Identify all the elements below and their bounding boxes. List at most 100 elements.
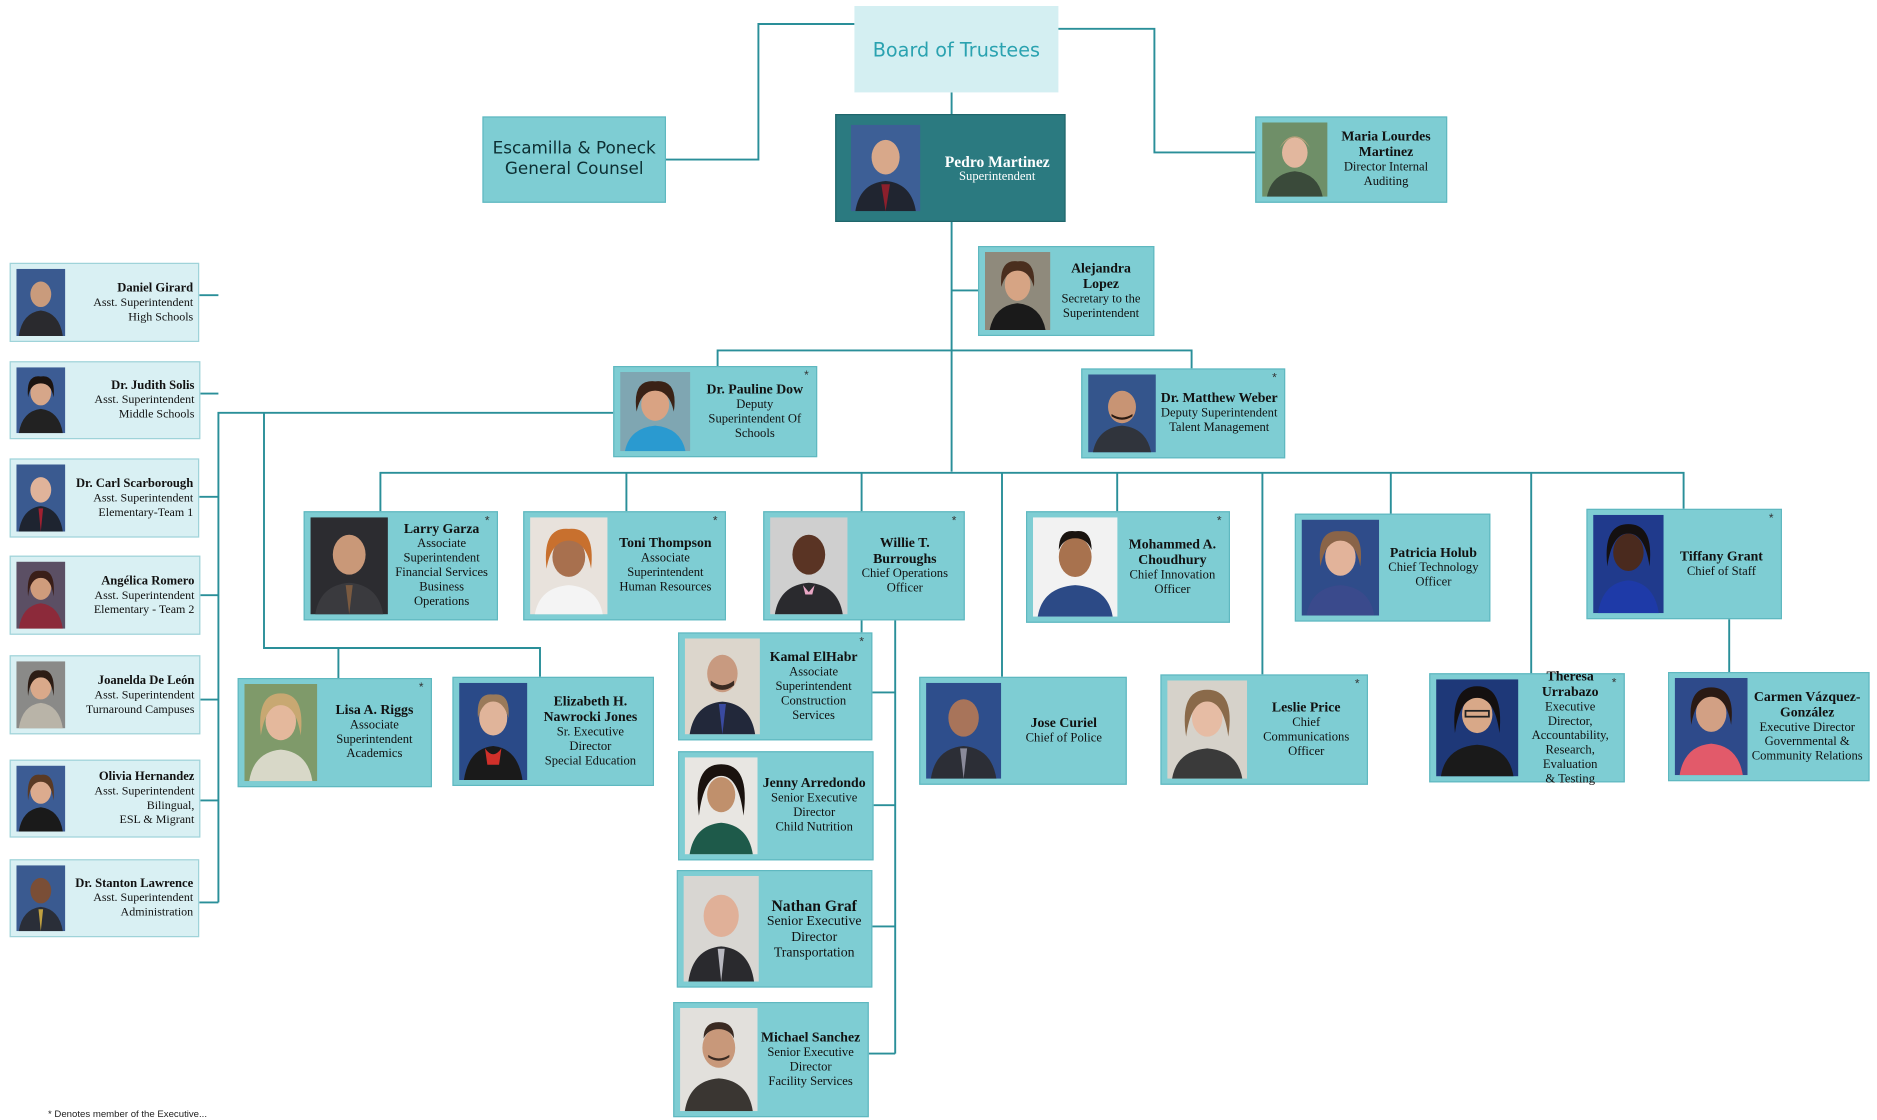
portrait-photo <box>684 757 758 855</box>
portrait-photo <box>16 765 66 832</box>
person-name: Mohammed A. Choudhury <box>1128 537 1217 567</box>
person-name: Michael Sanchez <box>760 1030 861 1045</box>
person-name: Maria Lourdes Martinez <box>1341 129 1431 160</box>
exec-marker: * <box>1611 676 1617 690</box>
person-title: Senior Executive Director Transportation <box>766 914 862 961</box>
portrait-photo <box>683 876 760 982</box>
person-name: Olivia Hernandez <box>98 770 195 784</box>
person-title: Asst. Superintendent High Schools <box>93 295 194 324</box>
person-title: Associate Superintendent Academics <box>336 718 413 761</box>
person-name: Alejandra Lopez <box>1071 261 1131 291</box>
exec-marker: * <box>1272 372 1277 386</box>
portrait-photo <box>769 517 848 615</box>
portrait-photo <box>1301 519 1380 616</box>
person-name: Kamal ElHabr <box>769 649 858 665</box>
portrait-photo <box>16 367 66 434</box>
person-title: Asst. Superintendent Administration <box>93 891 194 920</box>
person-name: Willie T. Burroughs <box>873 535 937 566</box>
portrait-photo <box>1032 517 1118 617</box>
portrait-photo <box>16 661 66 729</box>
portrait-photo <box>1087 374 1157 453</box>
footnote: * Denotes member of the Executive... <box>48 1108 208 1120</box>
auditor-box[interactable]: Maria Lourdes Martinez Director Internal… <box>1255 116 1448 203</box>
person-title: Director Internal Auditing <box>1343 160 1429 189</box>
portrait-photo <box>310 517 389 615</box>
person-title: Associate Superintendent Construction Se… <box>775 665 852 722</box>
exec-marker: * <box>804 369 809 383</box>
person-title: Senior Executive Director Facility Servi… <box>767 1045 854 1088</box>
person-title: Associate Superintendent Financial Servi… <box>395 537 488 609</box>
exec-marker: * <box>951 514 957 528</box>
person-title: Asst. Superintendent Elementary-Team 1 <box>93 491 194 519</box>
portrait-photo <box>1435 679 1519 777</box>
deputy-box[interactable]: Dr. Pauline Dow Deputy Superintendent Of… <box>613 366 818 458</box>
exec-marker: * <box>418 681 424 695</box>
board-label: Board of Trustees <box>872 37 1041 61</box>
person-title: Superintendent <box>959 169 1036 183</box>
person-title: Senior Executive Director Child Nutritio… <box>770 792 858 835</box>
portrait-photo <box>16 464 66 532</box>
person-name: Daniel Girard <box>117 281 194 295</box>
portrait-photo <box>16 561 66 629</box>
person-title: Chief of Staff <box>1686 564 1756 578</box>
person-name: Carmen Vázquez-González <box>1753 689 1861 720</box>
portrait-photo <box>846 124 925 212</box>
person-name: Lisa A. Riggs <box>335 703 414 718</box>
portrait-photo <box>458 682 528 781</box>
person-name: Dr. Judith Solis <box>111 379 195 393</box>
portrait-photo <box>529 517 608 615</box>
person-name: Patricia Holub <box>1389 545 1477 560</box>
exec-marker: * <box>484 514 490 528</box>
portrait-photo <box>619 372 691 452</box>
board-of-trustees[interactable]: Board of Trustees <box>854 6 1059 93</box>
person-title: Asst. Superintendent Turnaround Campuses <box>85 688 195 716</box>
person-title: Chief Communications Officer <box>1263 715 1350 758</box>
superintendent-box[interactable]: Pedro Martinez Superintendent <box>835 114 1066 223</box>
person-name: Leslie Price <box>1271 700 1341 715</box>
person-title: Chief Innovation Officer <box>1129 568 1216 596</box>
secretary-box[interactable]: Alejandra Lopez Secretary to the Superin… <box>978 246 1155 336</box>
portrait-photo <box>1674 678 1748 776</box>
portrait-photo <box>925 682 1002 779</box>
general-counsel-box[interactable]: Escamilla & Poneck General Counsel <box>482 116 666 203</box>
deputy-box[interactable]: Dr. Matthew Weber Deputy Superintendent … <box>1081 368 1286 459</box>
person-title: Deputy Superintendent Of Schools <box>708 397 802 440</box>
exec-marker: * <box>859 636 865 650</box>
person-title: Chief Operations Officer <box>861 567 949 595</box>
person-name: Angélica Romero <box>101 574 195 588</box>
exec-marker: * <box>1768 512 1774 526</box>
person-title: Chief of Police <box>1025 731 1102 745</box>
person-title: Asst. Superintendent Elementary - Team 2 <box>93 588 195 617</box>
person-name: Jenny Arredondo <box>762 776 866 791</box>
person-name: Elizabeth H. Nawrocki Jones <box>543 694 638 725</box>
person-name: Tiffany Grant <box>1679 549 1763 564</box>
person-title: Associate Superintendent Human Resources <box>619 552 712 594</box>
person-title: Executive Director, Accountability, Rese… <box>1531 700 1609 786</box>
person-title: Asst. Superintendent Middle Schools <box>94 393 195 422</box>
person-name: Dr. Stanton Lawrence <box>75 877 194 891</box>
